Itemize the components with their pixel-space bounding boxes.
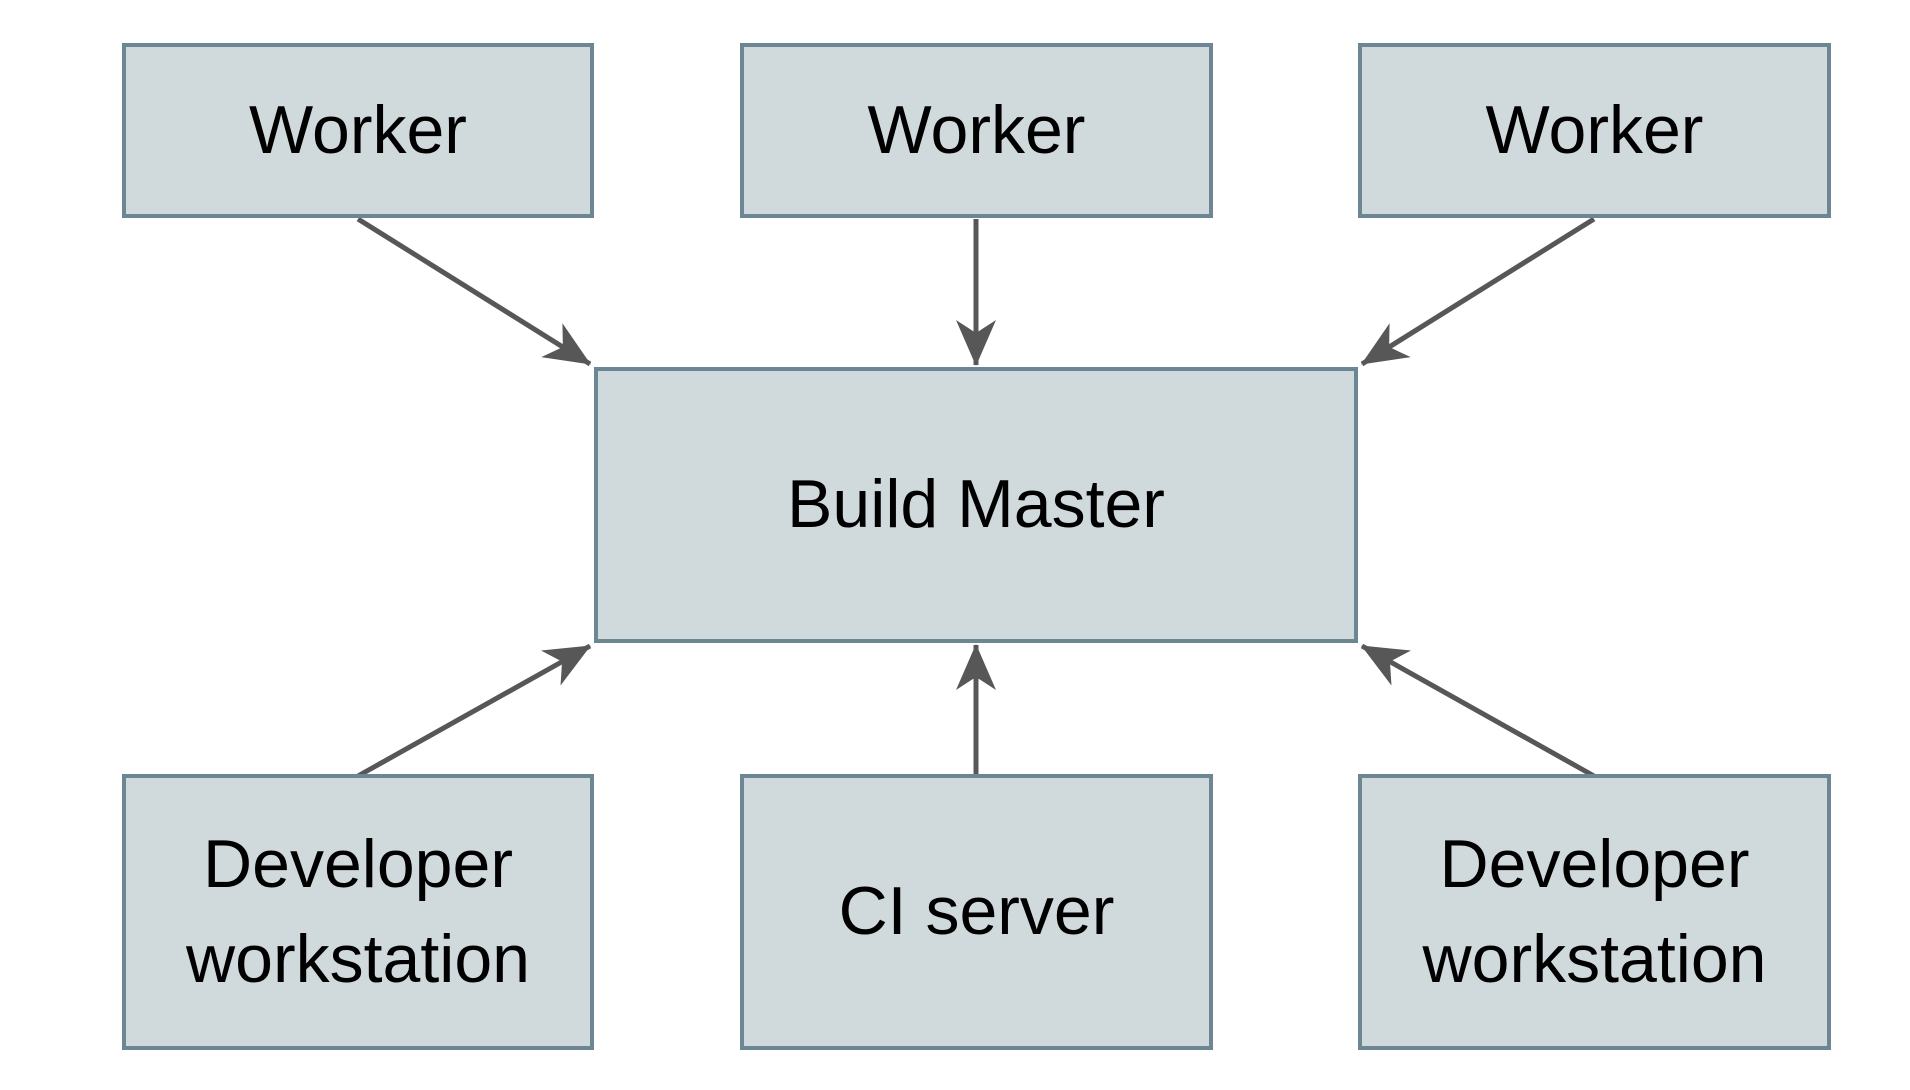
connector-developer-workstation-left-to-build-master	[356, 643, 592, 779]
connector-developer-workstation-right-to-build-master	[1360, 643, 1596, 779]
node-build-master: Build Master	[594, 367, 1358, 643]
node-developer-workstation-right: Developer workstation	[1358, 774, 1831, 1050]
node-label-worker-1: Worker	[249, 91, 467, 168]
node-label-build-master: Build Master	[787, 466, 1165, 543]
node-label-ci-server: CI server	[838, 873, 1115, 950]
node-ci-server: CI server	[740, 774, 1213, 1050]
node-label-worker-2: Worker	[867, 91, 1086, 168]
node-worker-2: Worker	[740, 43, 1213, 218]
node-developer-workstation-left: Developer workstation	[122, 774, 594, 1050]
node-label-developer-workstation-right: Developer workstation	[1422, 825, 1767, 997]
node-worker-1: Worker	[122, 43, 594, 218]
node-label-worker-3: Worker	[1485, 91, 1704, 168]
connector-worker-3-to-build-master	[1360, 216, 1596, 367]
node-label-developer-workstation-left: Developer workstation	[186, 825, 530, 997]
connector-worker-1-to-build-master	[356, 216, 592, 367]
node-worker-3: Worker	[1358, 43, 1831, 218]
